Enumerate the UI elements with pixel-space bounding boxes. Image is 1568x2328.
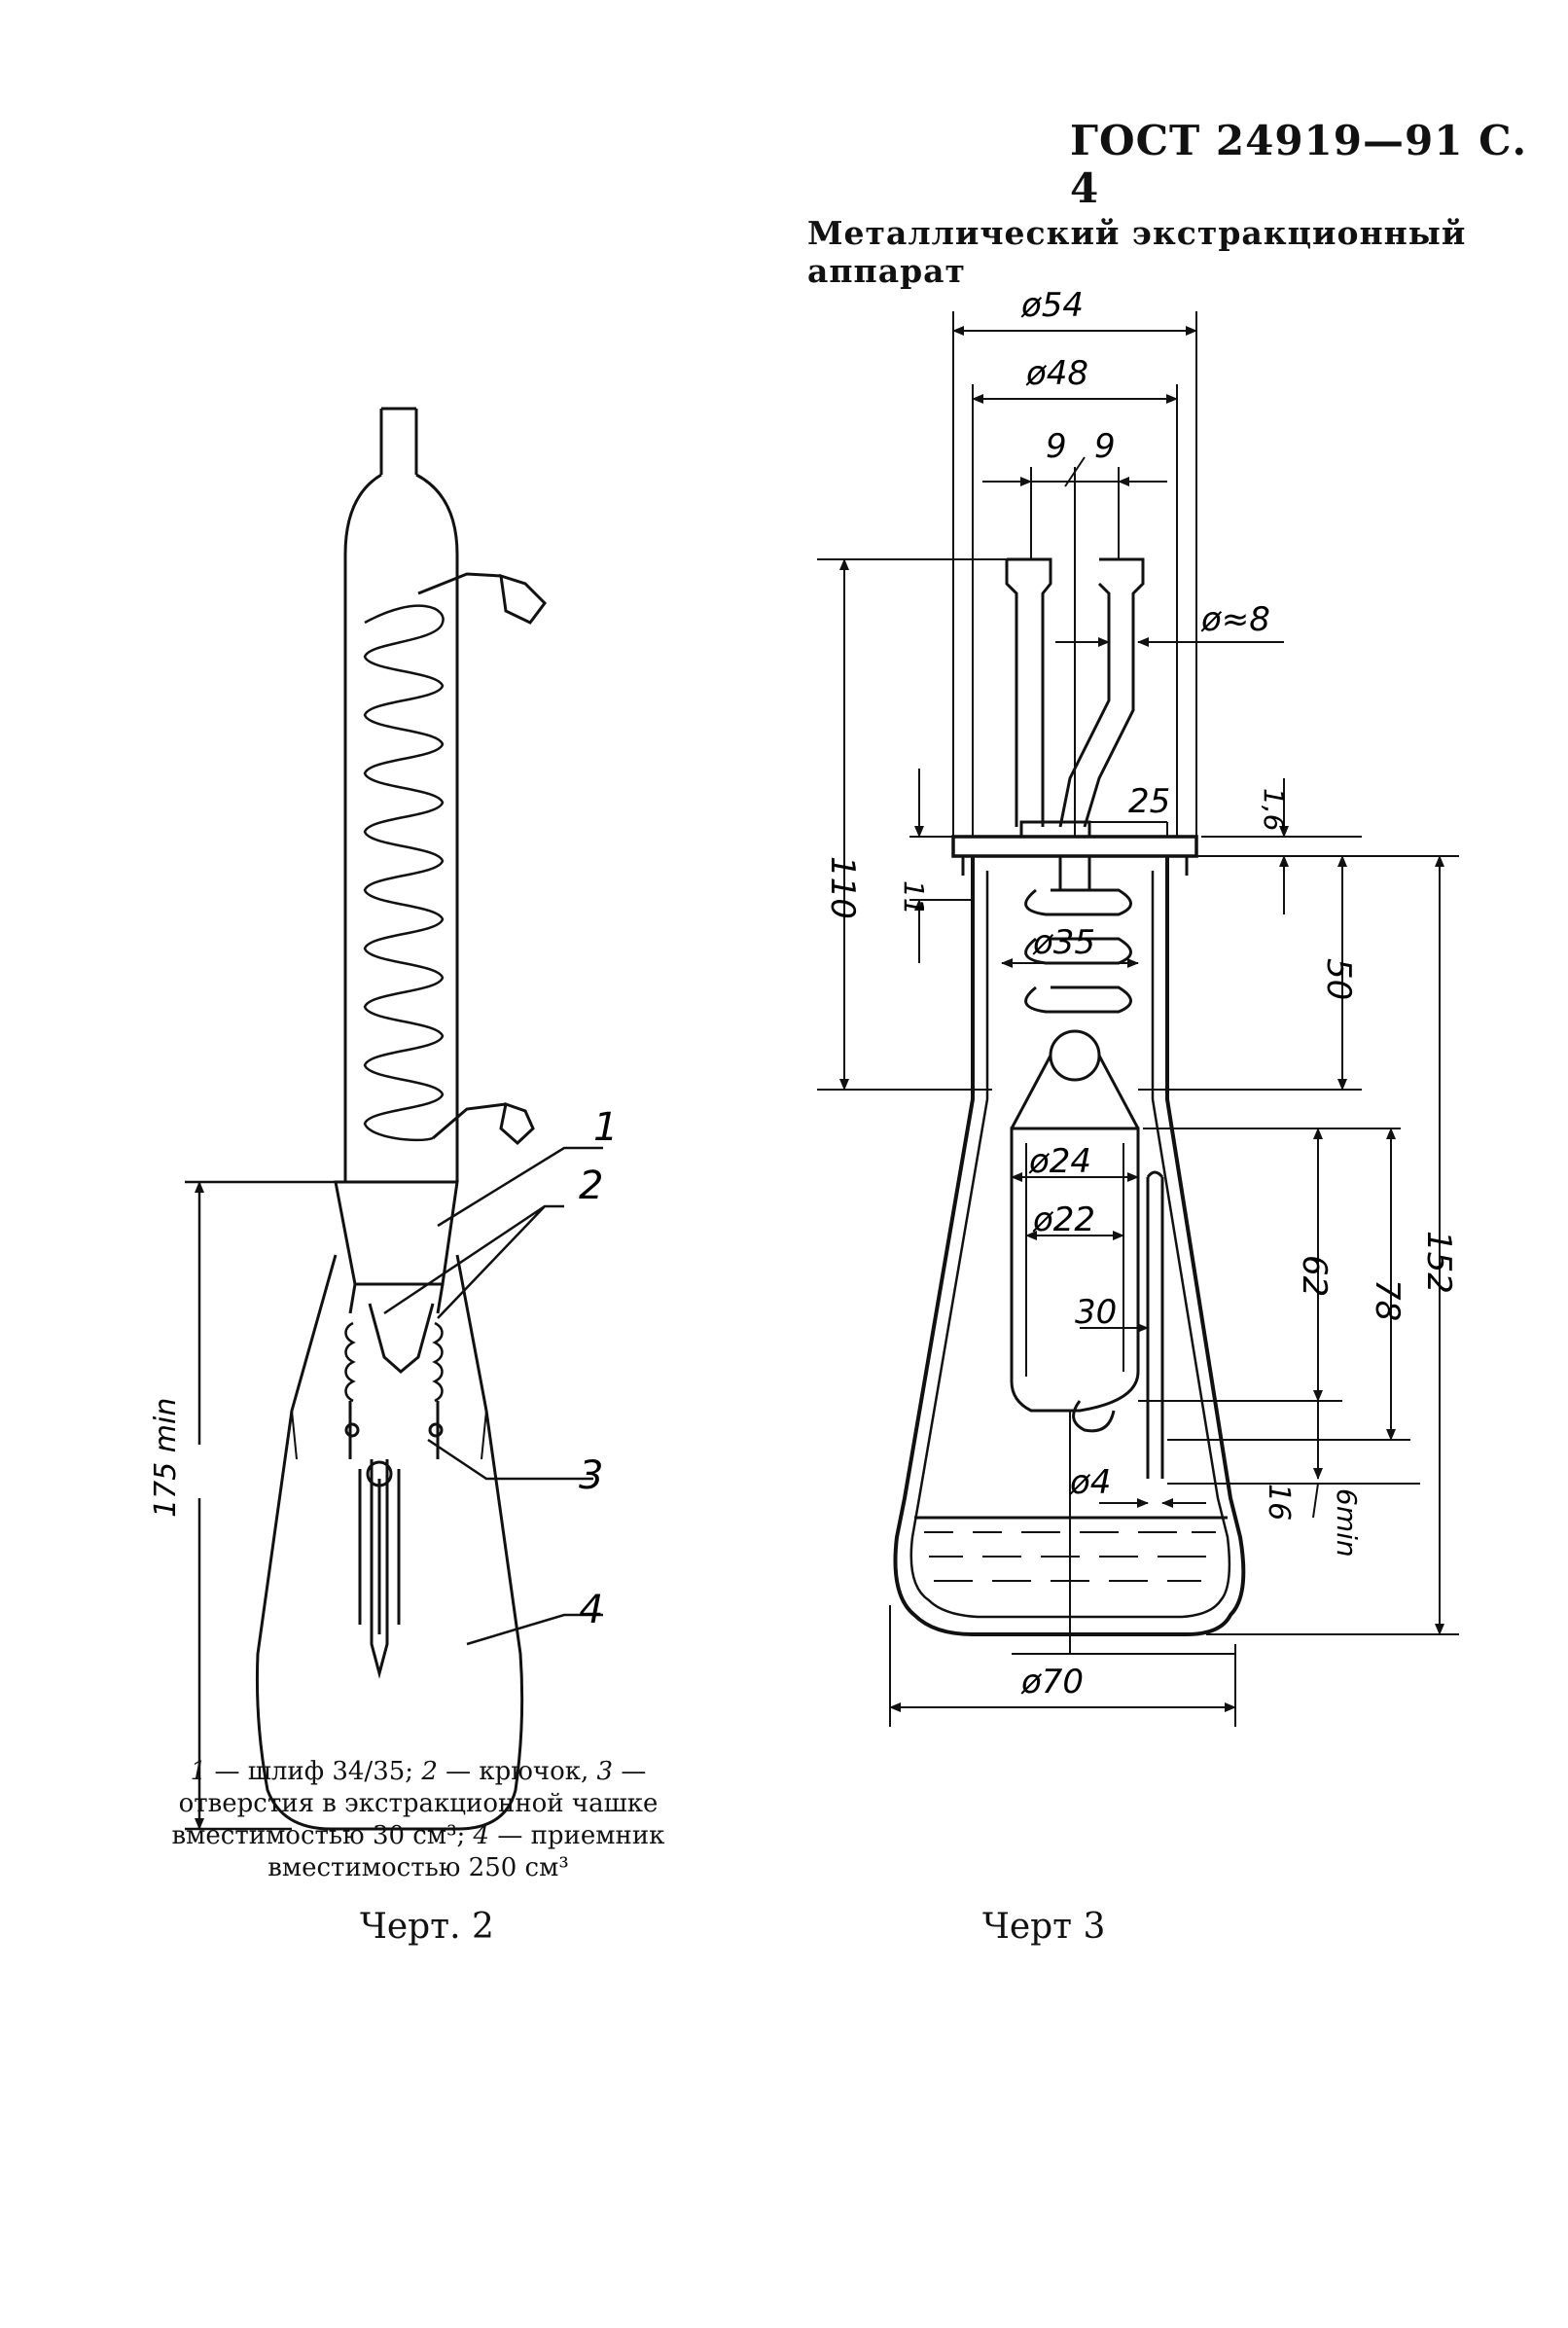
dim-d54: ø54 (1020, 286, 1084, 325)
document-header: ГОСТ 24919—91 С. 4 (1070, 117, 1528, 212)
fig2-caption: 1 — шлиф 34/35; 2 — крючок, 3 — отверсти… (171, 1757, 665, 1882)
fig2-height-label: 175 min (149, 1398, 183, 1518)
fig2-callout-2: 2 (579, 1164, 603, 1208)
dim-h11: 11 (898, 880, 930, 915)
dim-9b: 9 (1094, 427, 1116, 466)
dim-h152: 152 (1419, 1231, 1458, 1294)
dim-w25: 25 (1128, 782, 1170, 821)
fig3-dimensions (817, 311, 1459, 1727)
fig2-callout-1: 1 (593, 1105, 618, 1150)
condenser-coil-icon (363, 604, 445, 1142)
fig2-callout-4: 4 (579, 1588, 603, 1632)
dim-d35: ø35 (1032, 923, 1095, 962)
fig2-callout-leaders (185, 1146, 603, 1829)
dim-h78: 78 (1368, 1279, 1407, 1321)
dim-h16: 16 (1262, 1484, 1296, 1521)
dim-h6: 6min (1331, 1488, 1363, 1558)
fig2-callout-3: 3 (579, 1453, 603, 1498)
dim-h62: 62 (1295, 1255, 1334, 1297)
dim-h110: 110 (823, 856, 862, 919)
fig2-label: Черт. 2 (360, 1907, 494, 1947)
fig3-title: Металлический экстракционный аппарат (807, 214, 1467, 290)
dim-d8: ø≈8 (1200, 600, 1270, 639)
dim-d4: ø4 (1069, 1463, 1111, 1502)
dim-9a: 9 (1046, 427, 1067, 466)
dim-d22: ø22 (1032, 1200, 1095, 1239)
fig3-label: Черт 3 (982, 1907, 1106, 1947)
dim-w30: 30 (1075, 1293, 1117, 1332)
dim-d48: ø48 (1025, 354, 1088, 393)
fig2-drawing (255, 407, 547, 1831)
dim-d70: ø70 (1020, 1663, 1084, 1701)
dim-h50: 50 (1319, 958, 1358, 1000)
dim-d24: ø24 (1028, 1142, 1091, 1181)
dim-t16: 1,6 (1258, 788, 1290, 832)
